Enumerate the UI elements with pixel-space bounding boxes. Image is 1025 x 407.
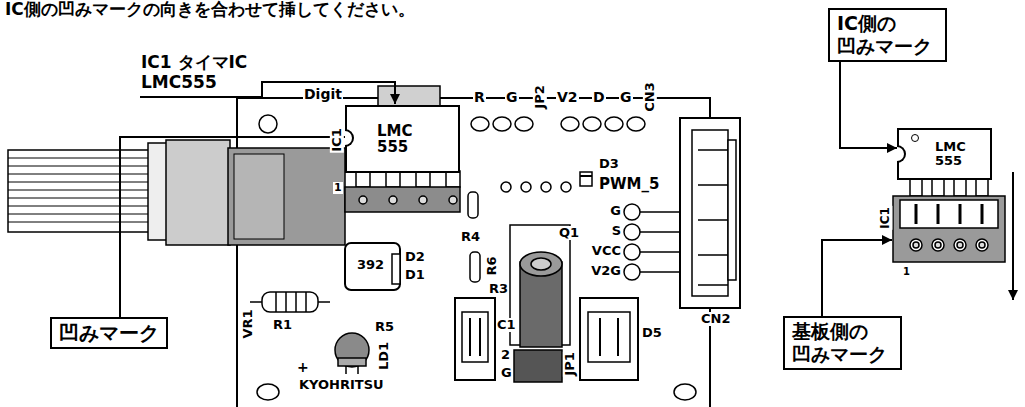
part-callout: IC1 タイマIC LMC555 [140, 52, 267, 93]
chip-marking: LMC 555 [935, 140, 970, 169]
silkscreen-label: R3 [488, 282, 509, 296]
callout-text: IC側の 凹みマーク [837, 12, 938, 58]
inset-ic-pins [910, 178, 988, 196]
notch-mark [897, 145, 906, 163]
potentiometer [8, 140, 345, 245]
ic-top-sticker [378, 86, 440, 106]
silkscreen-label: JP1 [563, 351, 577, 376]
silkscreen-label: D [592, 90, 606, 105]
silkscreen-label: R4 [460, 230, 481, 244]
ic-pins [356, 171, 460, 187]
ic-socket [345, 187, 460, 212]
inductor-392 [345, 243, 400, 290]
silkscreen-label: D3 [598, 157, 620, 171]
silkscreen-label: CN2 [700, 312, 731, 326]
electrolytic-capacitor [510, 225, 570, 382]
silkscreen-label: R [473, 90, 486, 105]
silkscreen-label: C1 [496, 318, 517, 332]
callout-text: 基板側の 凹みマーク [792, 320, 893, 366]
connector-cn2 [680, 118, 740, 308]
diodes-d1-d2 [392, 254, 400, 284]
leader-arrow [120, 137, 345, 317]
silkscreen-label: G [505, 90, 519, 105]
notch-mark [345, 129, 354, 147]
led-ld1 [335, 333, 369, 374]
pin1-dot [911, 134, 919, 142]
power-connectors [455, 298, 638, 380]
silkscreen-label: CN3 [643, 81, 657, 112]
silkscreen-label: R5 [374, 320, 395, 334]
silkscreen-label: LD1 [377, 341, 391, 371]
chip-marking: LMC 555 [377, 123, 418, 156]
callout-box: 凹みマーク [50, 317, 168, 349]
callout-box: IC側の 凹みマーク [828, 8, 947, 62]
silkscreen-label: 392 [356, 258, 385, 272]
signal-pads [624, 204, 680, 280]
silkscreen-label: Digit [303, 87, 343, 102]
silkscreen-label: G [580, 204, 622, 218]
header-pads [471, 117, 645, 131]
silkscreen-label: 1 [902, 266, 911, 277]
silkscreen-label: V2 [556, 90, 579, 105]
silkscreen-label: Q1 [558, 226, 580, 240]
silkscreen-label: G [500, 366, 513, 380]
resistors [250, 192, 480, 312]
silkscreen-label: IC1 [330, 127, 344, 152]
silkscreen-label: KYOHRITSU [298, 378, 385, 392]
silkscreen-label: + [296, 360, 310, 375]
silkscreen-label: R6 [485, 255, 499, 276]
silkscreen-label: S [580, 224, 622, 238]
diode-d3 [580, 172, 592, 186]
silkscreen-label: IC1 [879, 206, 892, 230]
inset-ic-socket [893, 196, 1005, 262]
leader-arrow [840, 62, 897, 148]
ic-chip: LMC 555 [897, 128, 992, 180]
pcb-board [237, 98, 710, 407]
silkscreen-label: R1 [272, 318, 293, 332]
silkscreen-label: 2 [500, 348, 511, 362]
silkscreen-label: 1 [333, 182, 343, 194]
leader-lines [140, 82, 1013, 316]
silkscreen-label: D5 [641, 326, 663, 340]
callout-box: 基板側の 凹みマーク [783, 316, 902, 370]
pad-row [501, 182, 571, 192]
silkscreen-label: D1 [404, 268, 426, 282]
page-title: IC側の凹みマークの向きを合わせて挿してください。 [4, 0, 416, 19]
silkscreen-label: JP2 [533, 84, 547, 109]
silkscreen-label: VR1 [241, 308, 255, 339]
silkscreen-label: VCC [580, 244, 622, 258]
silkscreen-label: V2G [580, 264, 622, 278]
ic-chip: LMC 555 [345, 105, 460, 173]
silkscreen-label: PWM_5 [598, 176, 660, 193]
silkscreen-label: G [619, 90, 633, 105]
silkscreen-label: D2 [404, 250, 426, 264]
callout-text: 凹みマーク [59, 321, 159, 345]
